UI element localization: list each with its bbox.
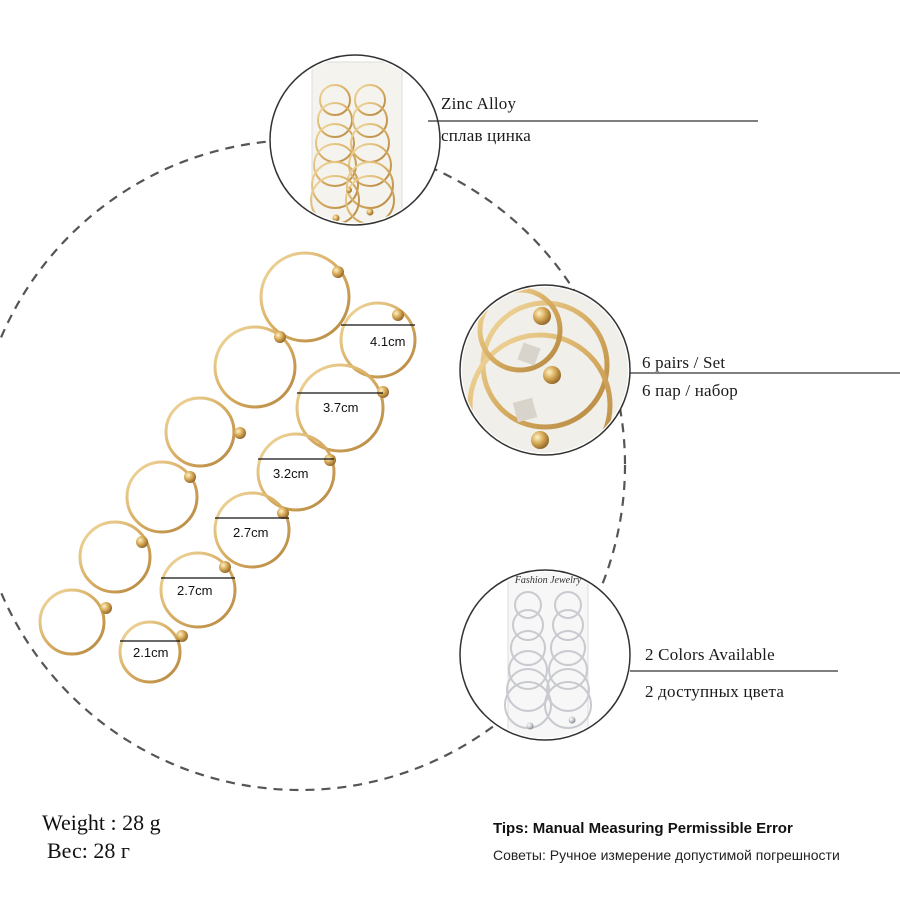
feature-colors-en: 2 Colors Available (645, 645, 775, 664)
feature-quantity-ru: 6 пар / набор (642, 381, 739, 400)
size-label: 4.1cm (370, 334, 405, 349)
size-label: 2.7cm (177, 583, 212, 598)
size-measurements (120, 324, 415, 642)
detail-circle-closeup (459, 284, 631, 456)
weight-ru: Вес: 28 г (47, 838, 130, 863)
tips-en: Tips: Manual Measuring Permissible Error (493, 820, 793, 837)
tips-ru: Советы: Ручное измерение допустимой погр… (493, 847, 840, 863)
size-label: 2.7cm (233, 525, 268, 540)
hoop-earring (295, 363, 389, 453)
size-label: 3.7cm (323, 400, 358, 415)
hoop-earring (38, 588, 112, 656)
weight-en: Weight : 28 g (42, 810, 161, 835)
hoop-earring (259, 251, 351, 343)
size-labels: 4.1cm 3.7cm 3.2cm 2.7cm 2.7cm 2.1cm (133, 334, 405, 660)
size-label: 3.2cm (273, 466, 308, 481)
hoop-earring (78, 520, 152, 594)
hoop-earring (118, 620, 188, 684)
dashed-outline-circle (0, 138, 627, 792)
card-brand-text: Fashion Jewelry (514, 575, 582, 586)
hoop-earrings-group (38, 251, 417, 684)
feature-material-ru: сплав цинка (441, 126, 531, 145)
hoop-earring (164, 396, 246, 468)
hoop-earring (256, 432, 336, 512)
feature-material-en: Zinc Alloy (441, 94, 517, 113)
hoop-earring (213, 491, 291, 569)
hoop-earring (125, 460, 199, 534)
feature-colors-ru: 2 доступных цвета (645, 682, 785, 701)
size-label: 2.1cm (133, 645, 168, 660)
hoop-earring (339, 301, 417, 379)
hoop-earring (213, 325, 297, 409)
detail-circle-silver-card: Fashion Jewelry (459, 569, 631, 741)
detail-circle-gold-card (269, 54, 441, 226)
feature-quantity-en: 6 pairs / Set (642, 353, 726, 372)
hoop-earring (159, 551, 237, 629)
